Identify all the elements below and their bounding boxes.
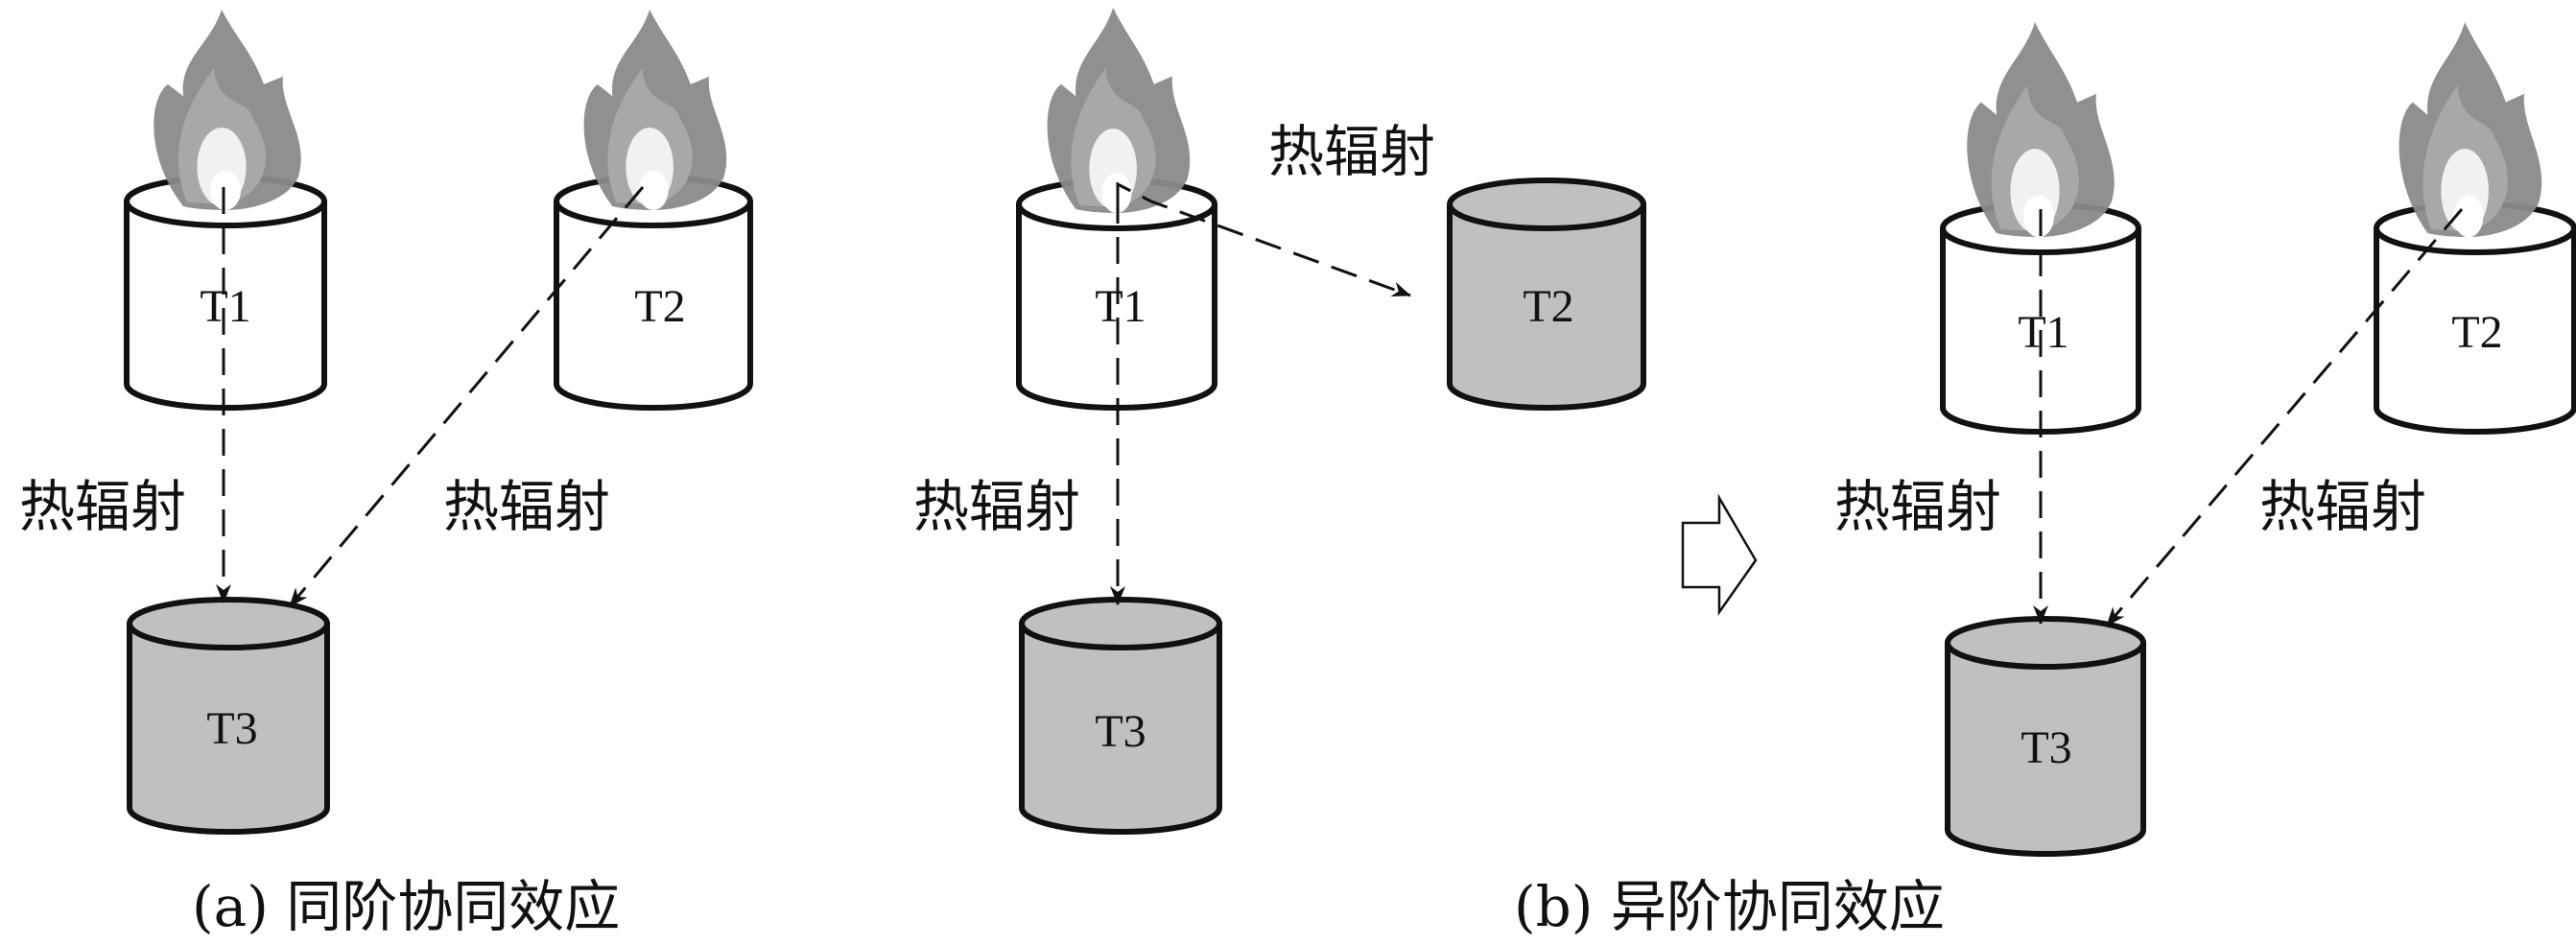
radiation-label: 热辐射 <box>913 474 1080 539</box>
flame-icon <box>583 10 727 211</box>
tank-body <box>2374 225 2576 435</box>
radiation-label: 热辐射 <box>1268 119 1435 184</box>
tank-body <box>124 199 327 411</box>
flame-core-bright <box>210 171 241 211</box>
radiation-label: 热辐射 <box>2259 474 2426 539</box>
tank-label-t2: T2 <box>1523 281 1573 332</box>
tank-label-t2: T2 <box>634 281 685 332</box>
tank-label-t1: T1 <box>1095 281 1146 332</box>
radiation-label: 热辐射 <box>19 474 186 539</box>
tank-body <box>1016 201 1217 411</box>
hollow-right-arrow-icon <box>1681 493 1758 616</box>
tank-t2 <box>1447 177 1646 411</box>
radiation-arrow-t2-t3 <box>288 186 645 607</box>
flame-icon <box>2399 22 2542 238</box>
tank-body <box>127 621 330 835</box>
panel-caption: (a) 同阶协同效应 <box>192 874 620 939</box>
tank-label-t1: T1 <box>200 281 250 332</box>
flame-icon <box>1047 8 1191 214</box>
tank-top <box>127 597 330 650</box>
tank-label-t3: T3 <box>1095 706 1146 757</box>
flame-icon <box>1967 22 2115 238</box>
tank-body <box>1019 621 1222 835</box>
tank-t3 <box>1019 597 1222 835</box>
tank-body <box>1945 640 2146 857</box>
radiation-label: 热辐射 <box>1834 474 2001 539</box>
tank-body <box>1447 201 1646 411</box>
tank-label-t1: T1 <box>2018 307 2068 358</box>
radiation-arrow-t2-t3 <box>2105 208 2464 626</box>
flame-core-bright <box>2453 195 2484 238</box>
tank-label-t3: T3 <box>2021 722 2071 773</box>
radiation-label: 热辐射 <box>443 474 610 539</box>
tank-body <box>1940 225 2141 435</box>
panel-caption: (b) 异阶协同效应 <box>1514 874 1945 939</box>
tank-top <box>1945 616 2146 670</box>
tank-label-t3: T3 <box>206 703 257 754</box>
tank-body <box>554 199 753 411</box>
tank-top <box>1447 177 1646 231</box>
tank-label-t2: T2 <box>2451 307 2502 358</box>
flame-core-bright <box>2023 195 2054 238</box>
radiation-arrow-t1-t2 <box>1116 181 1411 297</box>
tank-t3 <box>1945 616 2146 857</box>
flame-core-bright <box>638 171 669 211</box>
tank-top <box>1019 597 1222 650</box>
flame-icon <box>154 10 301 211</box>
